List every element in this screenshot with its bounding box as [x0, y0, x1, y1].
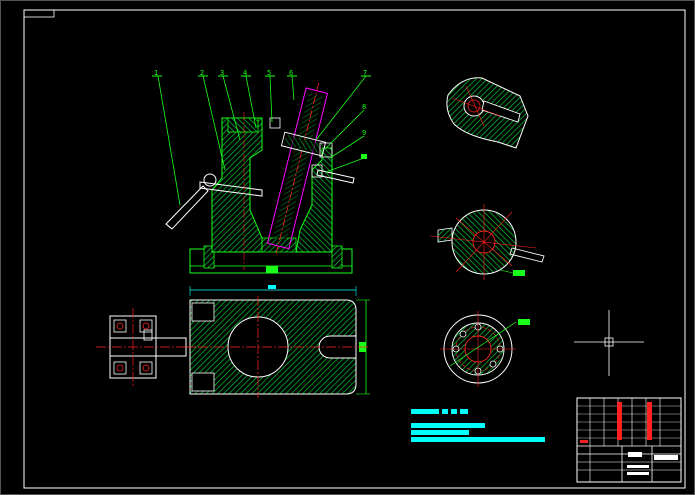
detail-dividing-disc: [429, 204, 545, 280]
title-block: [576, 397, 682, 483]
spindle-centerline: [275, 82, 320, 256]
crosshair-cursor-icon[interactable]: [574, 310, 644, 376]
callout-2: 2: [200, 69, 204, 77]
side-view: [96, 308, 196, 386]
spindle-collar: [280, 131, 327, 157]
technical-notes: [411, 409, 545, 442]
cam-slot: [481, 100, 521, 123]
front-section-view: [165, 82, 355, 274]
base-dimension-tag: [266, 266, 278, 273]
base-foot-right: [331, 245, 343, 269]
base-foot-left: [203, 245, 215, 269]
callout-10-marker: [361, 154, 367, 159]
callouts: 1 2 3 4 5 6 7 8 9: [152, 69, 371, 206]
detail-cam-lever: [446, 77, 529, 149]
detail-index-plate: [440, 311, 530, 387]
callout-4: 4: [243, 69, 247, 77]
plate-tag: [518, 319, 530, 325]
disc-left-pin: [437, 227, 453, 243]
spindle-assembly: [266, 82, 329, 256]
body-right-section: [295, 147, 333, 253]
callout-8: 8: [362, 103, 366, 111]
index-pin: [316, 169, 355, 184]
disc-tag: [513, 270, 525, 276]
callout-1: 1: [154, 69, 158, 77]
lever-pivot: [203, 173, 217, 187]
callout-7: 7: [363, 69, 367, 77]
callout-3: 3: [220, 69, 224, 77]
callout-6: 6: [289, 69, 293, 77]
u-slot: [318, 335, 357, 359]
title-block-drawing-no-cell: [654, 455, 678, 460]
callout-9: 9: [362, 129, 366, 137]
top-view: [182, 285, 370, 398]
frame-corner-tag: [23, 9, 55, 18]
lever-handle: [165, 185, 209, 230]
lever-arm: [199, 181, 263, 197]
title-block-name-cell: [628, 452, 642, 457]
cam-lever-body: [446, 77, 529, 149]
disc-right-pin: [509, 247, 545, 263]
callout-5: 5: [267, 69, 271, 77]
top-clamp: [227, 117, 259, 133]
